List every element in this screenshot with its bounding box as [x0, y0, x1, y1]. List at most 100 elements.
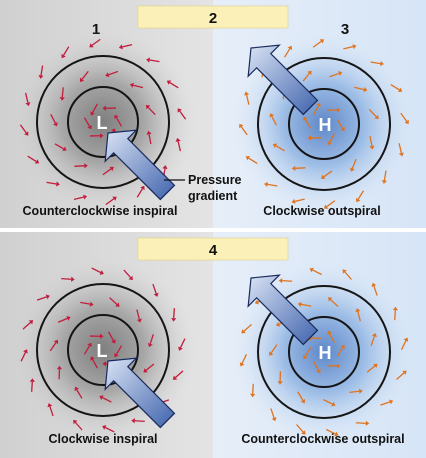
wind-arrow-shaft [354, 86, 365, 91]
wind-arrow-head [55, 181, 60, 187]
wind-arrow-head [358, 388, 363, 394]
wind-arrow-head [349, 167, 355, 172]
wind-arrow-head [338, 70, 343, 76]
wind-arrow-head [171, 318, 177, 322]
wind-arrow-head [62, 146, 67, 152]
top-high-pressure-system: H [232, 32, 416, 216]
wind-arrow-shaft [24, 92, 29, 103]
wind-arrow-shaft [312, 40, 322, 48]
wind-arrow-head [291, 198, 296, 204]
wind-arrow-shaft [109, 297, 118, 305]
isobar-inner [67, 86, 139, 158]
wind-arrow-shaft [73, 196, 84, 201]
wind-arrow-head [340, 126, 345, 132]
wind-arrow-head [301, 430, 306, 435]
wind-arrow-head [404, 119, 409, 125]
wind-arrow-shaft [80, 301, 91, 305]
wind-arrow-shaft [368, 108, 377, 118]
wind-arrow-shaft [349, 390, 360, 394]
low-center-label: L [97, 341, 108, 361]
wind-arrow-shaft [366, 365, 376, 373]
wind-arrow-shaft [54, 143, 64, 150]
wind-arrow-shaft [355, 422, 366, 424]
pressure-gradient-label: Pressure gradient [188, 173, 245, 203]
wind-arrow-shaft [297, 391, 304, 401]
wind-arrow-shaft [22, 322, 31, 330]
wind-arrow-shaft [326, 200, 336, 208]
wind-arrow-head [269, 113, 275, 118]
wind-arrow-head [245, 155, 251, 161]
wind-arrow-head [79, 77, 85, 82]
top-left-number: 1 [92, 21, 100, 38]
wind-arrow-shaft [248, 157, 258, 164]
wind-arrow-shaft [36, 296, 47, 301]
wind-arrow-shaft [330, 299, 339, 307]
wind-arrow-head [373, 363, 378, 369]
wind-arrow-head [90, 356, 95, 361]
wind-arrow-head [23, 349, 28, 354]
top-banner [137, 5, 289, 29]
wind-arrow-shaft [370, 336, 375, 346]
wind-arrow-head [38, 74, 44, 79]
top-banner-number: 2 [209, 10, 217, 27]
wind-arrow-shaft [105, 198, 115, 206]
wind-arrow-head [307, 135, 312, 141]
wind-arrow-shaft [241, 354, 248, 364]
wind-arrow-head [29, 378, 35, 382]
wind-arrow-shaft [252, 383, 254, 394]
wind-arrow-head [371, 332, 377, 338]
wind-arrow-head [300, 399, 306, 404]
wind-arrow-shaft [147, 106, 156, 116]
wind-arrow-head [323, 204, 329, 209]
bottom-banner [137, 237, 289, 261]
wind-arrow-head [352, 44, 357, 50]
high-center-label: H [319, 343, 332, 363]
wind-arrow-shaft [148, 134, 152, 145]
wind-arrow-head [53, 122, 58, 127]
wind-arrow-head [254, 299, 259, 305]
top-panel: 2 1 3 L Pressure gradient [0, 0, 426, 228]
wind-arrow-head [59, 97, 65, 101]
wind-arrow-head [145, 104, 151, 110]
wind-arrow-head [129, 82, 134, 88]
wind-arrow-shaft [136, 188, 143, 198]
wind-arrow-head [328, 297, 333, 302]
wind-arrow-shaft [284, 48, 291, 58]
wind-arrow-shaft [81, 70, 89, 80]
wind-arrow-head [291, 165, 296, 171]
wind-arrow-shaft [271, 116, 277, 126]
wind-arrow-head [111, 339, 116, 344]
wind-arrow-head [102, 105, 107, 111]
wind-arrow-head [402, 370, 407, 375]
wind-arrow-shaft [390, 84, 400, 91]
wind-arrow-head [303, 354, 308, 360]
wind-arrow-shaft [19, 124, 27, 134]
bottom-low-pressure-system: L [11, 258, 195, 442]
wind-arrow-head [114, 352, 119, 358]
wind-arrow-shaft [270, 408, 275, 419]
wind-arrow-shaft [61, 87, 64, 98]
wind-arrow-shaft [177, 141, 182, 152]
wind-arrow-head [153, 292, 159, 297]
wind-arrow-head [111, 128, 116, 133]
wind-arrow-head [241, 329, 246, 334]
isobar-outer [36, 283, 170, 417]
wind-arrow-head [162, 165, 168, 170]
wind-arrow-head [87, 342, 92, 348]
wind-arrow-head [287, 45, 293, 51]
wind-arrow-shaft [240, 126, 248, 136]
wind-arrow-shaft [145, 363, 155, 371]
wind-arrow-head [136, 318, 142, 323]
isobar-inner [288, 316, 360, 388]
wind-arrow-shaft [105, 426, 115, 433]
top-left-caption: Counterclockwise inspiral [23, 204, 178, 218]
wind-arrow-shaft [179, 110, 187, 120]
wind-arrow-head [327, 330, 332, 336]
pressure-gradient-arrow [247, 274, 319, 346]
wind-arrow-shaft [304, 347, 312, 357]
wind-arrow-head [319, 39, 325, 44]
wind-arrow-head [90, 111, 95, 116]
wind-arrow-head [105, 72, 110, 78]
wind-arrow-head [99, 133, 104, 139]
